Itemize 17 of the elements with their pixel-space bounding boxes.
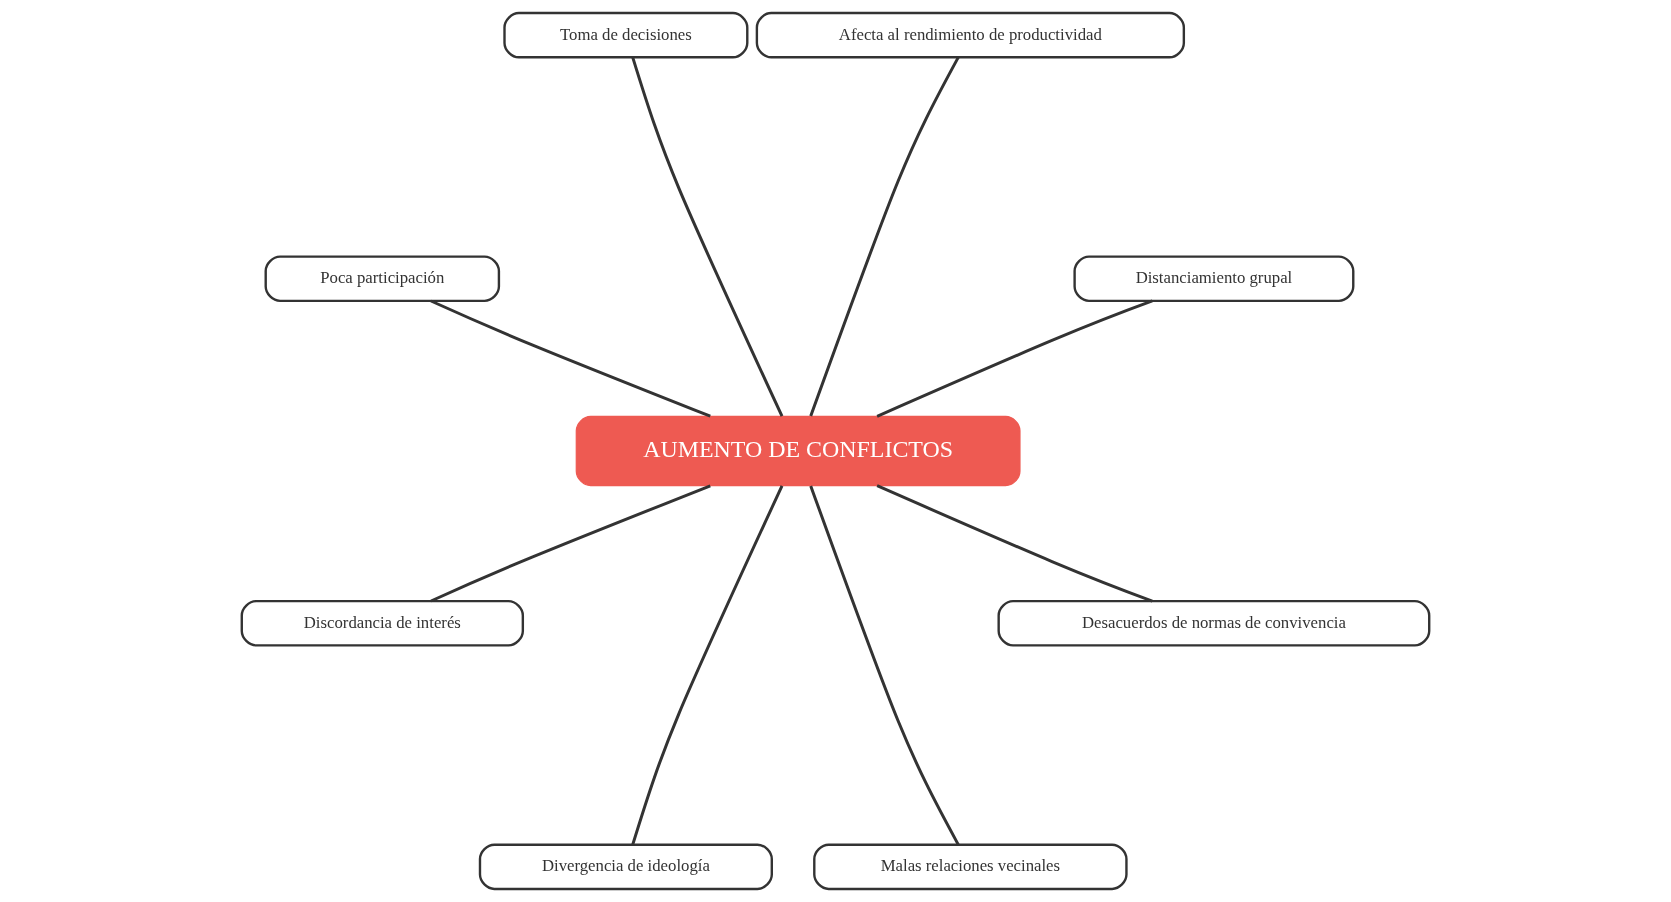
- node-box: AUMENTO DE CONFLICTOS: [575, 415, 1021, 487]
- node-box: Malas relaciones vecinales: [813, 843, 1128, 891]
- node-box: Poca participación: [264, 255, 501, 303]
- node-box: Distanciamiento grupal: [1073, 255, 1355, 303]
- node-box: Afecta al rendimiento de productividad: [755, 11, 1186, 59]
- connector: [809, 56, 960, 417]
- connector: [430, 299, 711, 418]
- connector: [631, 485, 784, 845]
- node-box: Discordancia de interés: [240, 599, 525, 647]
- connector: [430, 484, 711, 603]
- connector: [876, 299, 1153, 418]
- connector: [876, 484, 1153, 603]
- node-box: Divergencia de ideología: [478, 843, 773, 891]
- node-box: Desacuerdos de normas de convivencia: [997, 599, 1431, 647]
- connector: [631, 57, 784, 417]
- node-box: Toma de decisiones: [503, 11, 749, 59]
- connector: [809, 485, 960, 846]
